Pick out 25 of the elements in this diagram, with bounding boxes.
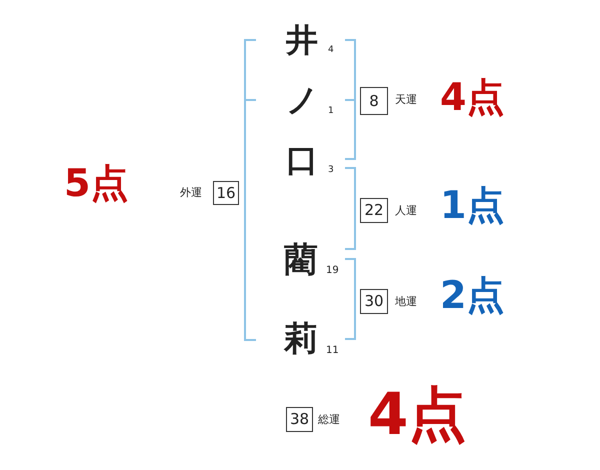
name-character: ノ: [286, 84, 319, 116]
name-character: 井: [286, 24, 318, 56]
stroke-count: 19: [326, 266, 339, 276]
fortune-category-label: 地運: [395, 296, 417, 307]
stroke-count: 4: [328, 46, 334, 55]
score-text: 5点: [64, 164, 128, 202]
number-box: 8: [360, 87, 388, 115]
name-character: 藺: [284, 243, 318, 277]
fortune-category-label: 総運: [318, 414, 340, 425]
fortune-category-label: 外運: [180, 187, 202, 198]
score-text: 4点: [440, 78, 504, 116]
fortune-category-label: 人運: [395, 205, 417, 216]
name-character: 莉: [284, 322, 318, 356]
fortune-category-label: 天運: [395, 94, 417, 105]
stroke-count: 3: [328, 166, 334, 175]
stroke-count: 11: [326, 346, 339, 356]
score-text: 4点: [368, 385, 466, 443]
number-box: 38: [286, 407, 313, 432]
score-text: 1点: [440, 186, 504, 224]
number-box: 30: [360, 289, 388, 314]
score-text: 2点: [440, 276, 504, 314]
stroke-count: 1: [328, 107, 334, 116]
number-box: 22: [360, 198, 388, 223]
name-character: 口: [286, 144, 318, 176]
number-box: 16: [213, 181, 239, 205]
